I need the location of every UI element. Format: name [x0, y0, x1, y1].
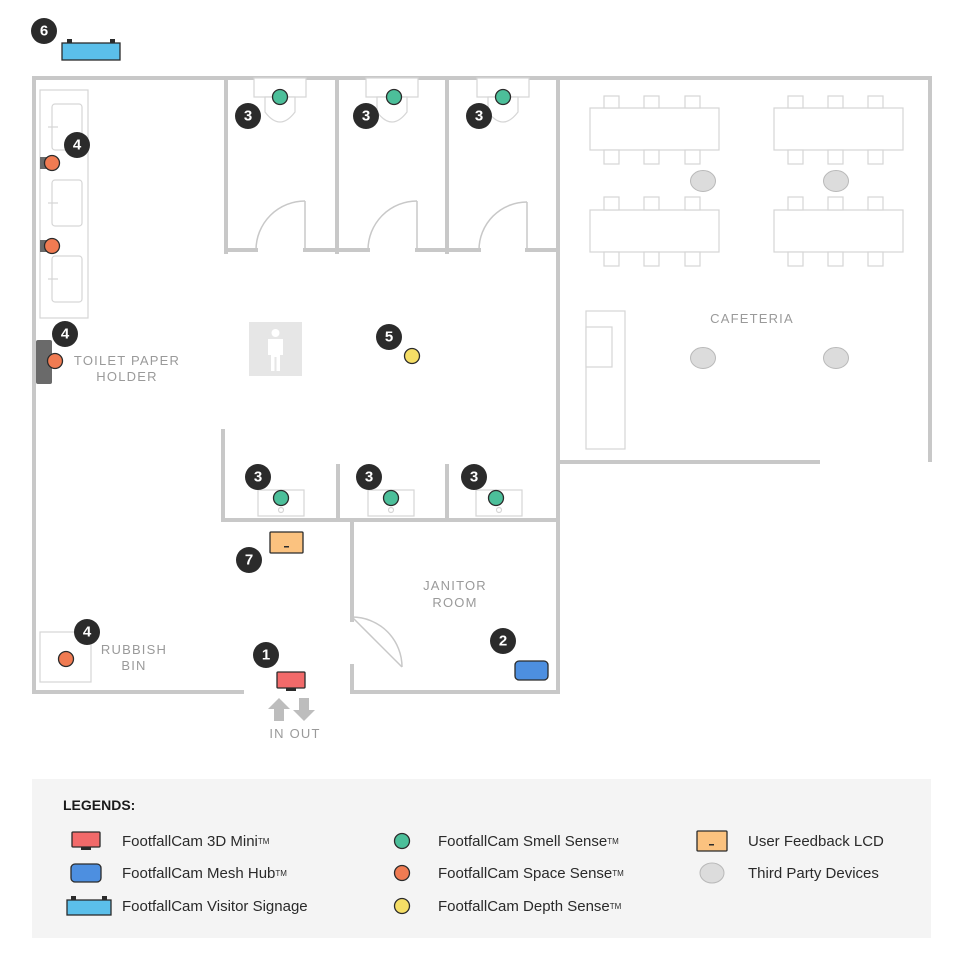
cafeteria-label: CAFETERIA	[710, 311, 794, 326]
trademark: TM	[609, 901, 622, 911]
mesh-hub-device	[514, 660, 549, 681]
marker-3d: 3	[245, 464, 271, 490]
svg-text:4: 4	[83, 624, 92, 641]
cafeteria-furniture	[585, 95, 904, 450]
legend-item-third-party: Third Party Devices	[694, 862, 879, 884]
legend-item-feedback-lcd: User Feedback LCD	[694, 830, 884, 852]
svg-text:4: 4	[61, 326, 70, 343]
feedback-lcd-icon	[694, 830, 730, 852]
third-party-devices	[690, 170, 849, 369]
legend-label: User Feedback LCD	[748, 832, 884, 850]
svg-text:2: 2	[499, 633, 507, 650]
marker-6: 6	[31, 18, 57, 44]
trademark: TM	[607, 836, 619, 846]
marker-5: 5	[376, 324, 402, 350]
toilet-paper-holder	[36, 340, 52, 384]
rubbish-bin-label: RUBBISH	[101, 642, 167, 657]
svg-text:5: 5	[385, 329, 393, 346]
marker-3e: 3	[356, 464, 382, 490]
space-sense-icon	[384, 862, 420, 884]
trademark: TM	[257, 836, 270, 846]
male-person-icon	[249, 322, 302, 376]
smell-sense-sensor	[487, 489, 505, 507]
svg-text:4: 4	[73, 137, 82, 154]
visitor-signage-device	[61, 39, 121, 61]
smell-sensors	[271, 88, 512, 507]
toilet-paper-holder-label-2: HOLDER	[96, 369, 157, 384]
svg-text:1: 1	[262, 647, 270, 664]
marker-1: 1	[253, 642, 279, 668]
smell-sense-sensor	[494, 88, 512, 106]
trademark: TM	[275, 868, 287, 878]
svg-text:6: 6	[40, 23, 48, 40]
legend-label: FootfallCam Mesh Hub	[122, 864, 276, 882]
svg-text:3: 3	[362, 108, 370, 125]
rubbish-bin-label-2: BIN	[121, 658, 146, 673]
legend-label: FootfallCam Visitor Signage	[122, 897, 308, 915]
svg-text:7: 7	[245, 552, 253, 569]
marker-2: 2	[490, 628, 516, 654]
marker-3f: 3	[461, 464, 487, 490]
space-sense-sensor	[43, 237, 61, 255]
toilets-top	[253, 77, 530, 123]
mini3d-icon	[68, 830, 104, 852]
legend-title: LEGENDS:	[63, 797, 136, 813]
svg-text:3: 3	[475, 108, 483, 125]
trademark: TM	[612, 868, 624, 878]
svg-text:3: 3	[365, 469, 373, 486]
depth-sense-icon	[384, 895, 420, 917]
janitor-room-label: JANITOR	[423, 578, 487, 593]
mini3d-device	[276, 671, 306, 691]
sink-counter	[39, 89, 89, 319]
legend-label: FootfallCam Space Sense	[438, 864, 613, 882]
legend-item-visitor-signage: FootfallCam Visitor Signage	[66, 895, 308, 917]
third-party-device	[823, 170, 849, 192]
marker-4a: 4	[64, 132, 90, 158]
legend-label: FootfallCam Depth Sense	[438, 897, 610, 915]
marker-7: 7	[236, 547, 262, 573]
space-sensors	[43, 154, 75, 668]
marker-3b: 3	[353, 103, 379, 129]
legend-label: FootfallCam 3D Mini	[122, 832, 258, 850]
doors	[255, 200, 528, 668]
smell-sense-sensor	[272, 489, 290, 507]
visitor-signage-icon	[66, 895, 112, 917]
smell-sense-sensor	[382, 489, 400, 507]
third-party-icon	[694, 862, 730, 884]
marker-4b: 4	[52, 321, 78, 347]
legend-label: Third Party Devices	[748, 864, 879, 882]
smell-sense-sensor	[385, 88, 403, 106]
space-sense-sensor	[43, 154, 61, 172]
space-sense-sensor	[57, 650, 75, 668]
third-party-device	[690, 347, 716, 369]
space-sense-sensor	[46, 352, 64, 370]
marker-3c: 3	[466, 103, 492, 129]
svg-text:3: 3	[470, 469, 478, 486]
mesh-hub-icon	[68, 862, 104, 884]
marker-3a: 3	[235, 103, 261, 129]
smell-sense-sensor	[271, 88, 289, 106]
third-party-device	[823, 347, 849, 369]
marker-4c: 4	[74, 619, 100, 645]
arrow-down-icon	[293, 698, 315, 721]
legend-label: FootfallCam Smell Sense	[438, 832, 608, 850]
arrow-up-icon	[268, 698, 290, 721]
feedback-lcd-device	[269, 531, 304, 554]
depth-sense-sensor	[403, 347, 421, 365]
in-out-label: IN OUT	[269, 726, 320, 741]
smell-sense-icon	[384, 830, 420, 852]
third-party-device	[690, 170, 716, 192]
janitor-room-label-2: ROOM	[432, 595, 477, 610]
svg-text:3: 3	[254, 469, 262, 486]
walls	[32, 76, 932, 694]
toilet-paper-holder-label: TOILET PAPER	[74, 353, 180, 368]
svg-text:3: 3	[244, 108, 252, 125]
